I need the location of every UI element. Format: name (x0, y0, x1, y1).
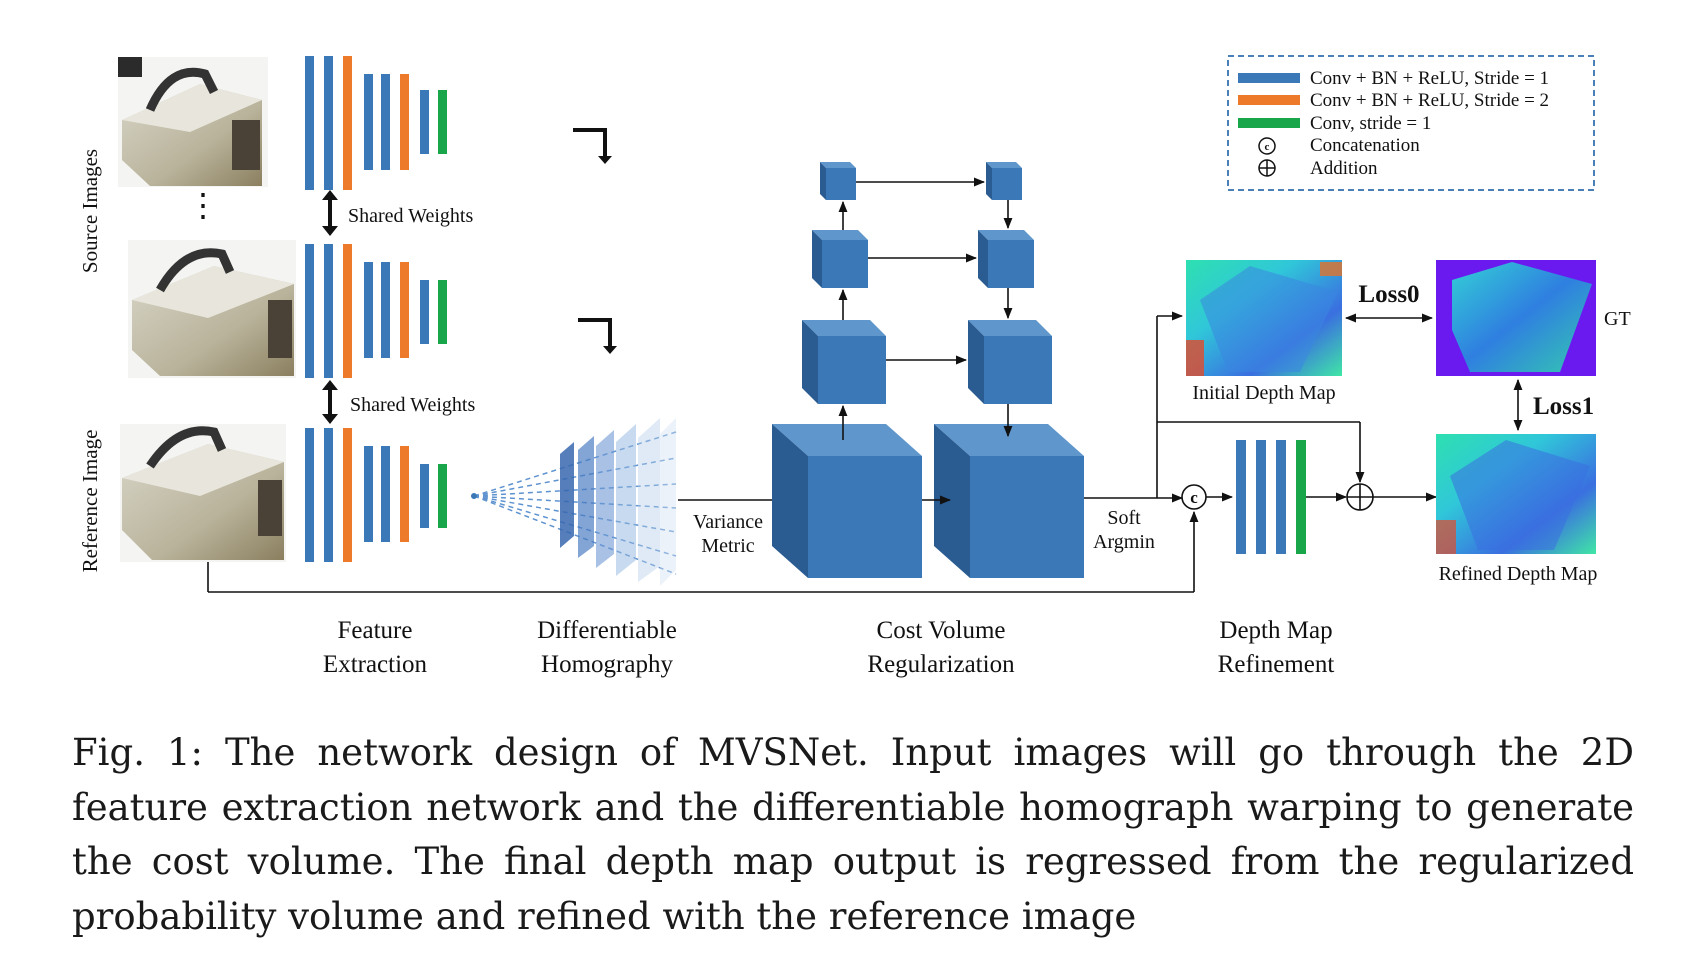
source-image-1 (118, 57, 268, 187)
stage-cost-volume-2: Regularization (867, 651, 1015, 678)
source-images-label: Source Images (78, 149, 102, 273)
source-corner-arrow-1 (573, 128, 612, 164)
source-corner-arrow-2 (578, 318, 617, 354)
source-image-2 (128, 240, 296, 378)
initial-depth-map (1186, 260, 1342, 376)
refined-depth-map (1436, 434, 1596, 554)
feature-net-source-2 (305, 244, 447, 378)
unet-small-cube-right (978, 230, 1034, 288)
regularized-volume-cube (934, 424, 1084, 578)
legend-swatch-conv (1238, 118, 1300, 128)
legend-label-conv: Conv, stride = 1 (1310, 113, 1431, 134)
ellipsis-dots: ⋮ (187, 187, 219, 223)
variance-metric-label-2: Metric (701, 535, 754, 557)
mvsnet-diagram: ⋮ Source Images Reference Image (78, 55, 1631, 678)
stage-feature-extraction-1: Feature (338, 617, 413, 644)
loss1-label: Loss1 (1533, 393, 1594, 420)
unet-small-cube-left (812, 230, 868, 288)
stage-cost-volume-1: Cost Volume (877, 617, 1006, 644)
legend-concat-symbol: c (1265, 141, 1270, 153)
depth-branch-lines (207, 311, 1365, 593)
reference-image-label: Reference Image (78, 430, 102, 573)
unet-tiny-cube-left (820, 162, 856, 200)
unet-tiny-cube-right (986, 162, 1022, 200)
soft-argmin-label-1: Soft (1107, 507, 1141, 529)
variance-metric-label-1: Variance (693, 511, 763, 533)
loss0-label: Loss0 (1358, 281, 1419, 308)
shared-weights-arrow-2 (322, 380, 338, 424)
legend-swatch-stride1 (1238, 73, 1300, 83)
legend-label-stride2: Conv + BN + ReLU, Stride = 2 (1310, 90, 1549, 111)
unet-mid-cube-right (968, 320, 1052, 404)
shared-weights-label-1: Shared Weights (348, 205, 473, 227)
reference-image (120, 424, 286, 562)
feature-net-source-1 (305, 56, 447, 190)
soft-argmin-label-2: Argmin (1093, 531, 1155, 553)
legend-label-stride1: Conv + BN + ReLU, Stride = 1 (1310, 68, 1549, 89)
concatenation-node: c (1181, 484, 1207, 510)
gt-label: GT (1604, 308, 1631, 330)
stage-depth-refinement-1: Depth Map (1219, 617, 1332, 644)
stage-feature-extraction-2: Extraction (323, 651, 428, 678)
feature-net-reference (305, 428, 447, 562)
legend-swatch-stride2 (1238, 95, 1300, 105)
stage-homography-2: Homography (541, 651, 673, 678)
stage-homography-1: Differentiable (537, 617, 677, 644)
legend-addition-icon (1258, 159, 1276, 177)
refined-depth-map-label: Refined Depth Map (1439, 563, 1598, 585)
cost-volume-cube (772, 424, 922, 578)
shared-weights-arrow-1 (322, 190, 338, 236)
unet-arrows (838, 177, 1013, 440)
concat-symbol: c (1190, 488, 1198, 507)
initial-depth-map-label: Initial Depth Map (1192, 382, 1335, 404)
legend-label-concat: Concatenation (1310, 135, 1420, 156)
homography-frustum (471, 418, 677, 586)
refinement-net (1236, 440, 1306, 554)
legend: c Conv + BN + ReLU, Stride = 1 Conv + BN… (1227, 55, 1595, 191)
ground-truth-depth-map (1436, 260, 1596, 376)
figure-caption: Fig. 1: The network design of MVSNet. In… (72, 731, 1634, 938)
unet-mid-cube-left (802, 320, 886, 404)
shared-weights-label-2: Shared Weights (350, 394, 475, 416)
legend-concat-icon (1258, 137, 1276, 155)
stage-depth-refinement-2: Refinement (1218, 651, 1335, 678)
legend-label-addition: Addition (1310, 158, 1378, 179)
addition-node (1346, 483, 1374, 511)
